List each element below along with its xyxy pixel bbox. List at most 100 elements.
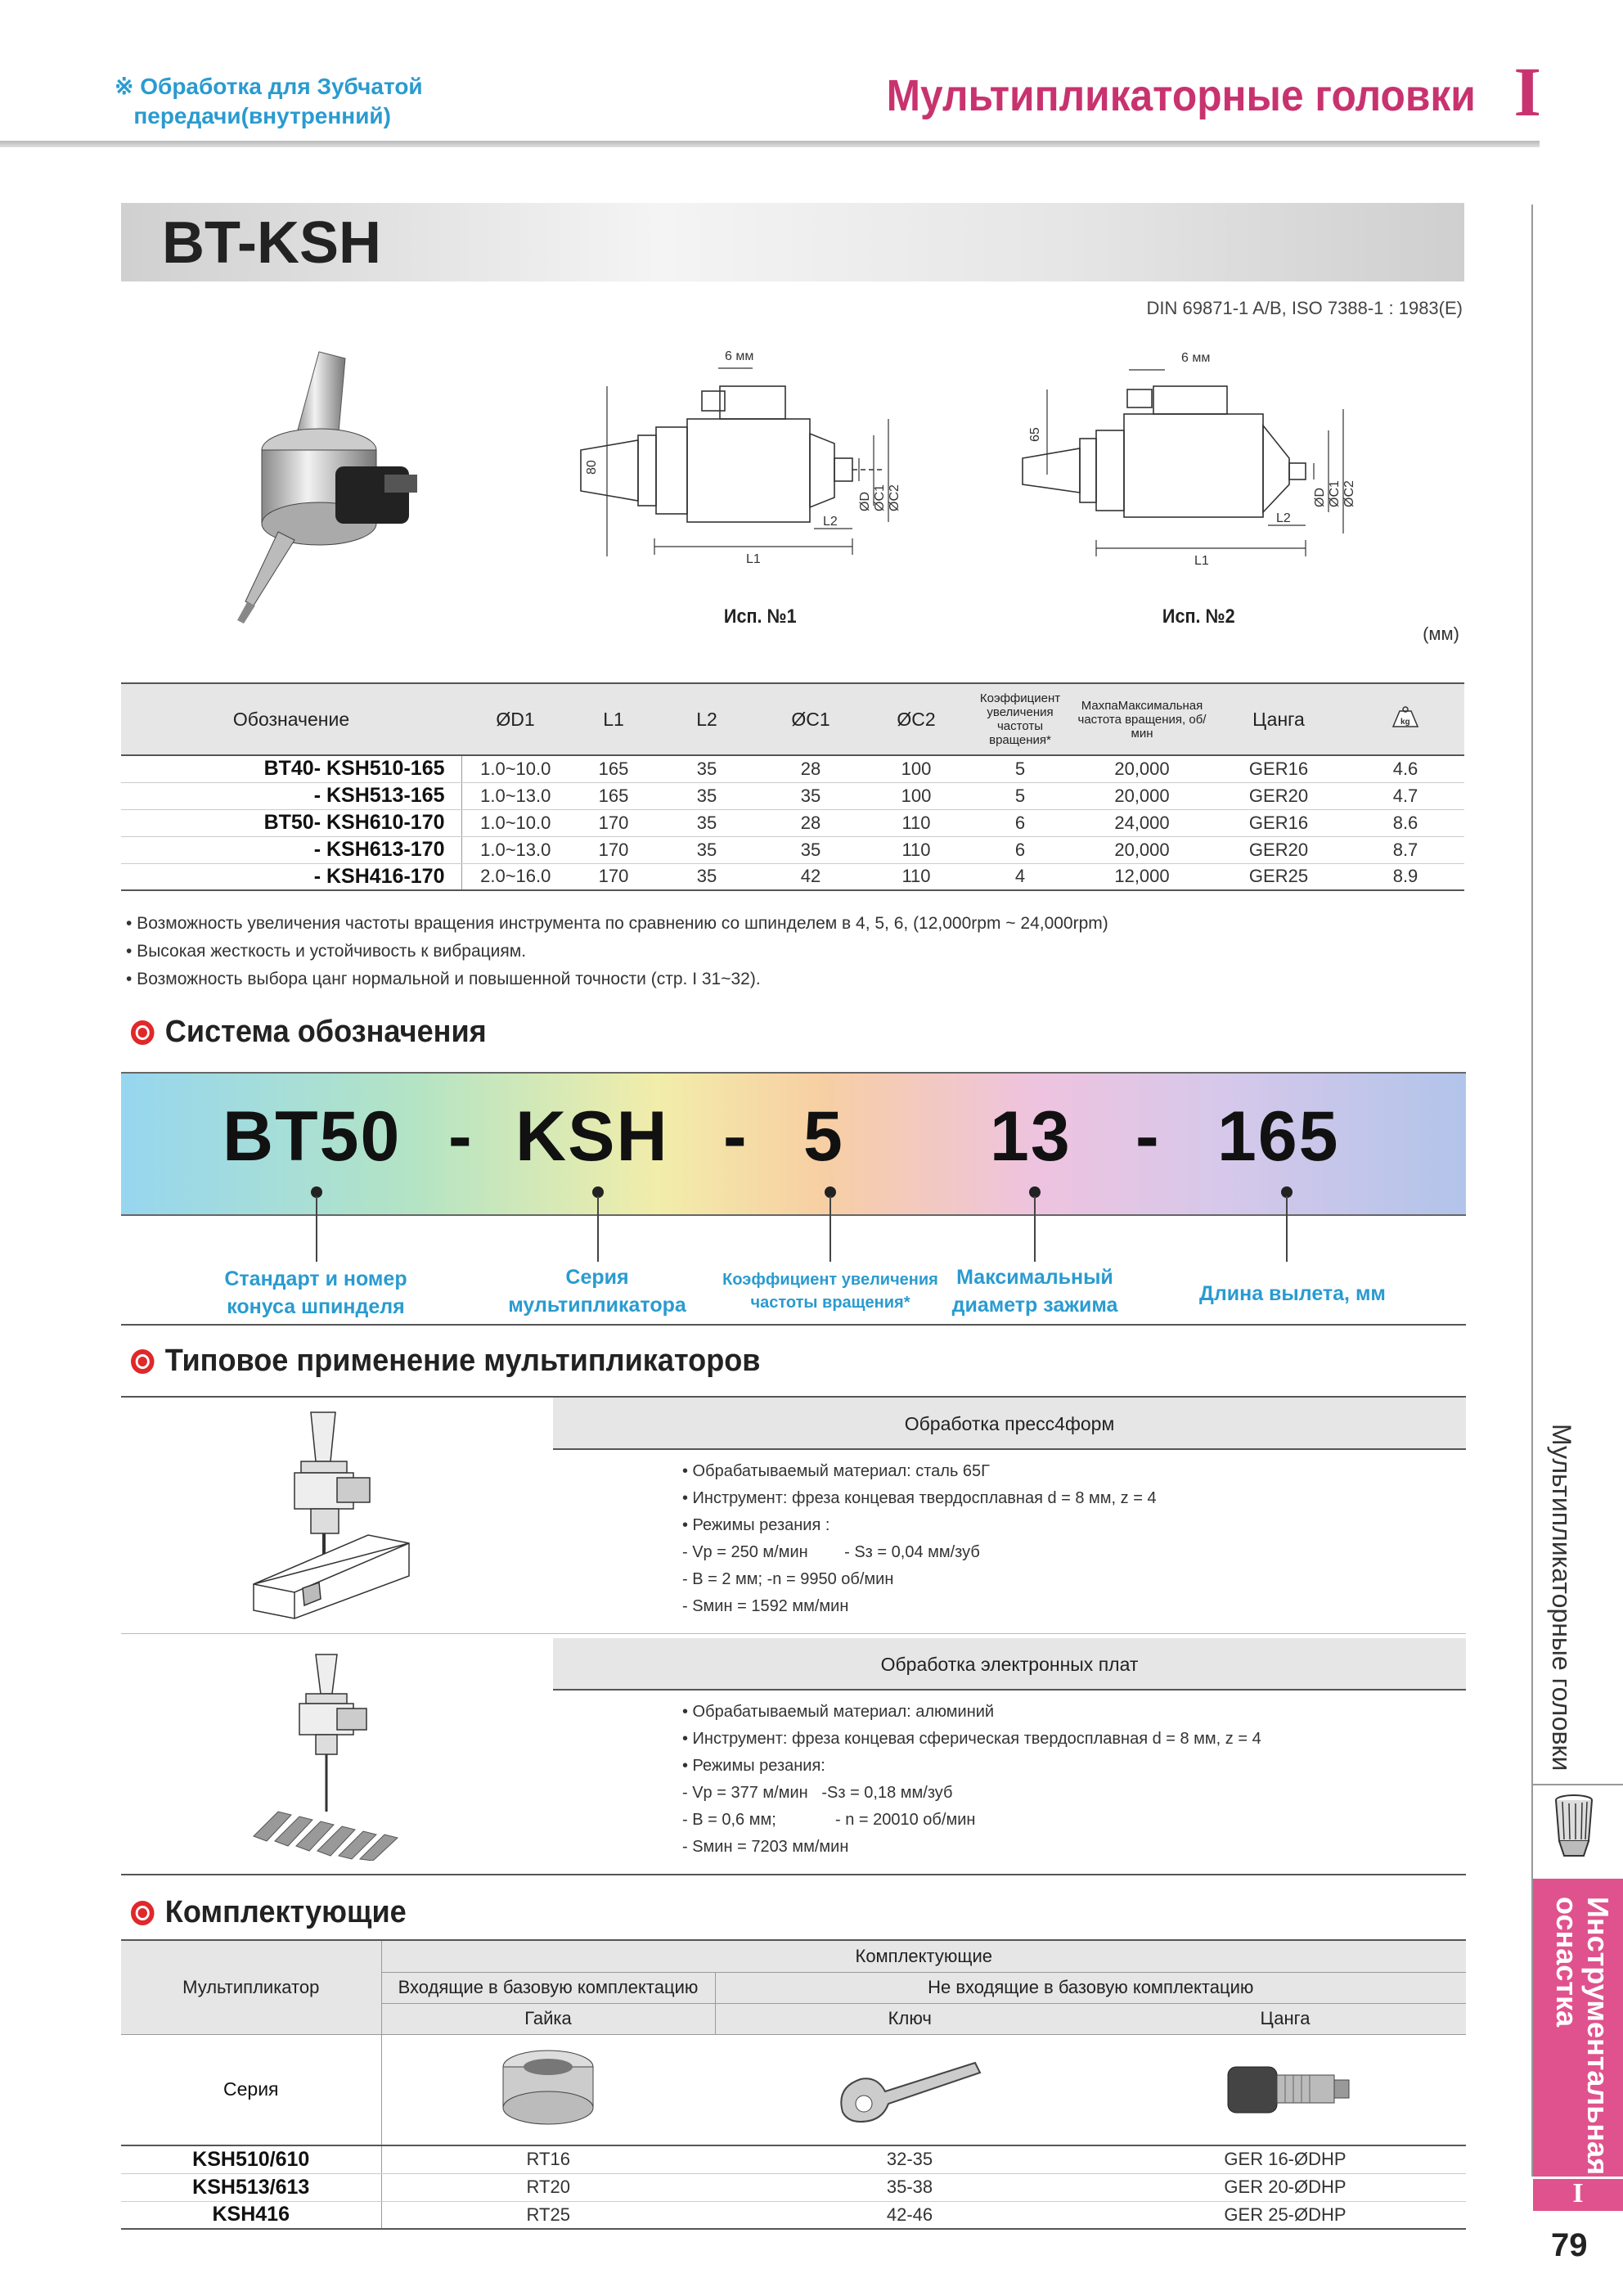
spec-cell: 100 bbox=[865, 755, 967, 783]
col-nut: Гайка bbox=[381, 2003, 716, 2035]
col-d1: ØD1 bbox=[461, 682, 569, 756]
code-label-standard: Стандарт и номер конуса шпинделя bbox=[224, 1267, 407, 1318]
spec-cell: 12,000 bbox=[1073, 863, 1211, 891]
feature-item: • Высокая жесткость и устойчивость к виб… bbox=[126, 942, 527, 961]
code-dash: - bbox=[1135, 1097, 1161, 1176]
dim-height: 65 bbox=[1028, 427, 1042, 442]
dim-d: ØD bbox=[1313, 488, 1327, 507]
spec-cell: 165 bbox=[569, 782, 658, 810]
application-title: Обработка пресс4форм bbox=[553, 1398, 1466, 1450]
spec-cell: 35 bbox=[658, 755, 756, 783]
spec-cell: 35 bbox=[658, 809, 756, 837]
spec-cell: GER20 bbox=[1211, 836, 1347, 864]
code-part-length: 165 bbox=[1217, 1097, 1340, 1176]
code-leader bbox=[597, 1196, 599, 1262]
side-divider bbox=[1531, 1784, 1623, 1785]
spec-designation: BT50- KSH610-170 bbox=[121, 809, 462, 837]
accessory-cell: GER 25-ØDHP bbox=[1104, 2201, 1466, 2230]
spec-cell: 1.0~10.0 bbox=[461, 809, 569, 837]
spec-cell: GER25 bbox=[1211, 863, 1347, 891]
spec-cell: 6 bbox=[967, 836, 1073, 864]
dim-l2: L2 bbox=[823, 515, 838, 529]
spec-cell: 35 bbox=[658, 782, 756, 810]
dim-l1: L1 bbox=[746, 552, 761, 566]
nut-image-cell bbox=[381, 2034, 715, 2146]
accessory-cell: 32-35 bbox=[715, 2145, 1104, 2174]
accessory-cell: 35-38 bbox=[715, 2173, 1104, 2202]
target-icon bbox=[131, 1900, 155, 1925]
feature-list: • Возможность увеличения частоты вращени… bbox=[126, 910, 1108, 993]
feature-item: • Возможность выбора цанг нормальной и п… bbox=[126, 970, 761, 988]
collet-holder-icon bbox=[1227, 2066, 1350, 2114]
unit-label: (мм) bbox=[1423, 624, 1459, 644]
spec-cell: 5 bbox=[967, 755, 1073, 783]
spec-cell: 20,000 bbox=[1073, 755, 1211, 783]
drawing-variant-2: 6 мм 65 L1 L2 ØD ØC1 ØC2 bbox=[1022, 351, 1356, 568]
side-tab-label: Инструментальная оснастка bbox=[1550, 1897, 1615, 2176]
product-title: BT-KSH bbox=[162, 210, 381, 276]
series-label: Серия bbox=[121, 2034, 382, 2146]
application-title: Обработка электронных плат bbox=[553, 1638, 1466, 1690]
code-label-series: Серия мультипликатора bbox=[508, 1266, 686, 1317]
spec-cell: 42 bbox=[756, 863, 865, 891]
wrench-icon bbox=[840, 2061, 982, 2123]
col-max-speed: МахпаМаксимальная частота вращения, об/м… bbox=[1073, 682, 1211, 756]
spec-cell: 170 bbox=[569, 809, 658, 837]
code-part-diameter: 13 bbox=[990, 1097, 1072, 1176]
section-heading-designation: Система обозначения bbox=[131, 1015, 487, 1050]
accessory-cell: GER 20-ØDHP bbox=[1104, 2173, 1466, 2202]
code-part-series: KSH bbox=[515, 1097, 669, 1176]
spec-cell: 20,000 bbox=[1073, 836, 1211, 864]
dim-c1: ØC1 bbox=[873, 484, 887, 511]
side-tab[interactable] bbox=[1533, 1879, 1623, 2206]
spec-cell: 35 bbox=[658, 836, 756, 864]
product-photo bbox=[237, 351, 417, 624]
application-details: • Обрабатываемый материал: сталь 65Г • И… bbox=[682, 1462, 1157, 1615]
page-title: Мультипликаторные головки bbox=[886, 71, 1476, 120]
col-l1: L1 bbox=[569, 682, 658, 756]
side-rule bbox=[1531, 205, 1533, 2177]
accessories-rule bbox=[121, 1939, 1466, 1941]
dim-c2: ØC2 bbox=[888, 484, 901, 511]
spec-cell: 4.6 bbox=[1347, 755, 1464, 783]
spec-cell: 170 bbox=[569, 836, 658, 864]
spec-cell: 100 bbox=[865, 782, 967, 810]
code-dash: - bbox=[723, 1097, 749, 1176]
spec-cell: 24,000 bbox=[1073, 809, 1211, 837]
designation-rule bbox=[121, 1324, 1466, 1326]
spec-table: Обозначение ØD1 L1 L2 ØC1 ØC2 Коэффициен… bbox=[121, 682, 1464, 891]
spec-designation: - KSH513-165 bbox=[121, 782, 462, 810]
chapter-roman: I bbox=[1513, 52, 1541, 131]
header-rule bbox=[0, 141, 1540, 147]
accessory-cell: RT25 bbox=[381, 2201, 715, 2230]
col-not-included: Не входящие в базовую комплектацию bbox=[715, 1972, 1466, 2004]
dim-d: ØD bbox=[858, 492, 872, 511]
applications-rule bbox=[121, 1874, 1466, 1875]
col-included: Входящие в базовую комплектацию bbox=[381, 1972, 716, 2004]
col-ratio: Коэффициент увеличения частоты вращения* bbox=[967, 682, 1073, 756]
code-marker bbox=[592, 1186, 604, 1198]
spec-cell: 1.0~13.0 bbox=[461, 782, 569, 810]
feature-item: • Возможность увеличения частоты вращени… bbox=[126, 914, 1108, 933]
code-marker bbox=[1281, 1186, 1293, 1198]
dim-top: 6 мм bbox=[725, 349, 753, 363]
accessory-cell: RT20 bbox=[381, 2173, 715, 2202]
spec-cell: 5 bbox=[967, 782, 1073, 810]
code-label-length: Длина вылета, мм bbox=[1199, 1282, 1386, 1305]
accessory-cell: 42-46 bbox=[715, 2201, 1104, 2230]
spec-cell: GER16 bbox=[1211, 809, 1347, 837]
code-dash: - bbox=[448, 1097, 474, 1176]
col-c1: ØC1 bbox=[756, 682, 865, 756]
weight-icon: kg bbox=[1391, 706, 1419, 727]
dim-l1: L1 bbox=[1194, 554, 1209, 568]
spec-cell: 20,000 bbox=[1073, 782, 1211, 810]
code-label-ratio: Коэффициент увеличения частоты вращения* bbox=[722, 1271, 938, 1312]
key-image-cell bbox=[715, 2034, 1104, 2146]
accessory-series: KSH513/613 bbox=[121, 2173, 382, 2202]
